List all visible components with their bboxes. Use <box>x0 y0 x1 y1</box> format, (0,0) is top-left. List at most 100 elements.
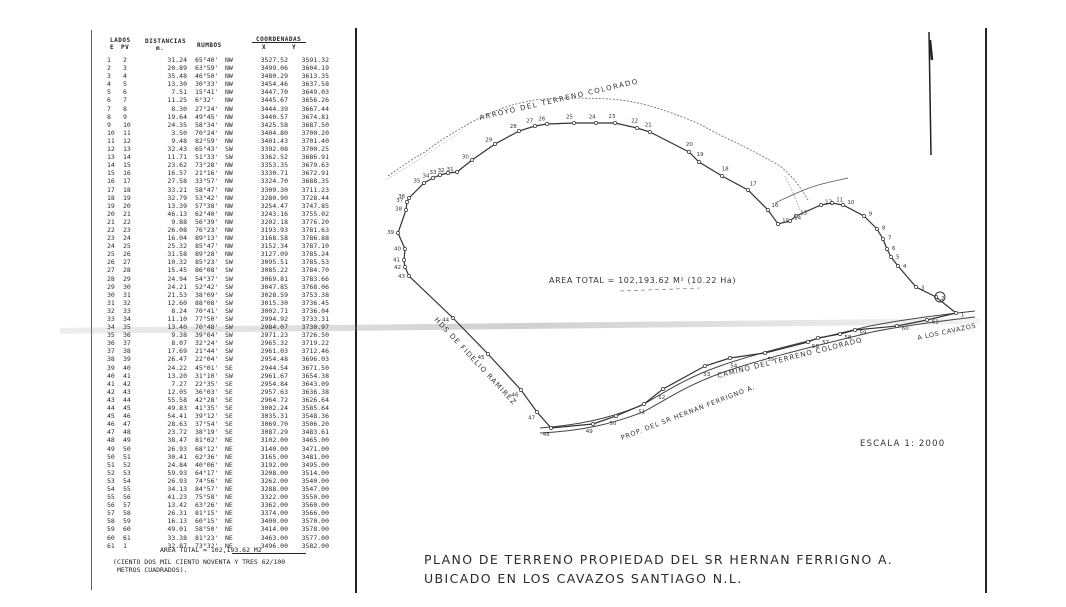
vertex-label: 12 <box>825 199 832 205</box>
cell-est: 27 <box>107 266 115 275</box>
vertex-marker <box>438 173 442 177</box>
cell-rumbo: 85°47' <box>195 242 219 251</box>
cell-distancia: 24.22 <box>167 363 187 372</box>
cell-pv: 32 <box>123 298 131 307</box>
vertex-marker <box>404 208 408 212</box>
vertex-label: 13 <box>800 210 807 216</box>
cell-cuadrante: NW <box>225 193 233 202</box>
cell-pv: 16 <box>123 169 131 178</box>
cell-est: 11 <box>107 136 115 145</box>
cell-distancia: 26.93 <box>167 476 187 485</box>
header-x: X <box>262 44 267 51</box>
vertex-label: 28 <box>510 124 517 130</box>
vertex-marker <box>403 247 407 251</box>
cell-cuadrante: SW <box>225 266 233 275</box>
header-unit: m. <box>156 45 165 52</box>
cell-pv: 20 <box>123 201 131 210</box>
cell-cuadrante: NE <box>225 452 233 461</box>
cell-cuadrante: NE <box>225 501 233 510</box>
cell-pv: 2 <box>123 56 127 64</box>
vertex-label: 8 <box>882 225 886 231</box>
cell-cuadrante: NE <box>225 493 233 502</box>
cell-x: 3002.24 <box>260 404 288 413</box>
vertex-label: 6 <box>892 246 896 252</box>
vertex-layer: 1234567891011121314151617181920212223242… <box>387 114 964 438</box>
header-coordenadas: COORDENADAS <box>256 36 302 43</box>
cell-rumbo: 60°15' <box>195 517 219 526</box>
area-total: AREA TOTAL = 102,193.62 M2 <box>160 546 262 554</box>
cell-rumbo: 56°39' <box>195 217 219 226</box>
cell-est: 44 <box>107 404 115 413</box>
cell-distancia: 46.13 <box>167 209 187 218</box>
cell-cuadrante: NW <box>225 104 233 113</box>
cell-est: 4 <box>107 80 111 89</box>
vertex-label: 47 <box>528 415 535 421</box>
cell-distancia: 13.20 <box>167 371 187 380</box>
vertex-marker <box>914 285 918 289</box>
vertex-marker <box>816 336 820 340</box>
cell-rumbo: 89°13' <box>195 234 219 243</box>
cell-est: 31 <box>107 298 115 307</box>
cell-cuadrante: NW <box>225 128 233 137</box>
vertex-marker <box>885 247 889 251</box>
cell-x: 2994.92 <box>260 315 288 323</box>
vertex-label: 7 <box>888 236 892 242</box>
cell-rumbo: 53°42' <box>195 193 219 202</box>
cell-rumbo: 39°12' <box>195 412 219 421</box>
cell-y: 3578.00 <box>301 525 329 534</box>
cell-y: 3637.58 <box>301 80 329 89</box>
stream-line-2 <box>784 175 801 211</box>
cell-x: 3002.71 <box>260 306 288 315</box>
cell-pv: 4 <box>123 72 127 81</box>
cell-cuadrante: SE <box>225 363 233 372</box>
cell-cuadrante: NW <box>225 80 233 89</box>
cell-x: 3454.46 <box>260 80 288 89</box>
cell-x: 3414.00 <box>260 525 288 534</box>
cell-y: 3781.63 <box>301 225 329 234</box>
cell-y: 3577.00 <box>301 533 329 542</box>
cell-rumbo: 40°06' <box>195 460 219 469</box>
cell-x: 3192.00 <box>260 460 288 469</box>
cell-distancia: 10.32 <box>167 258 187 267</box>
cell-cuadrante: NE <box>225 541 233 550</box>
cell-est: 10 <box>107 128 115 137</box>
cell-distancia: 7.51 <box>171 88 187 97</box>
cell-x: 3440.57 <box>260 112 288 121</box>
vertex-marker <box>819 203 823 207</box>
cell-y: 3514.00 <box>301 468 329 477</box>
vertex-label: 21 <box>645 122 652 128</box>
cell-x: 2964.72 <box>260 395 288 404</box>
vertex-marker <box>396 231 400 235</box>
vertex-label: 16 <box>771 203 778 209</box>
cell-y: 3784.70 <box>301 266 329 275</box>
cell-pv: 49 <box>123 436 131 445</box>
cell-est: 49 <box>107 444 115 453</box>
cell-est: 1 <box>107 56 111 64</box>
cell-est: 60 <box>107 533 115 542</box>
cell-y: 3656.26 <box>301 96 329 105</box>
vertex-marker <box>720 174 724 178</box>
cell-est: 22 <box>107 225 115 234</box>
cell-x: 3208.00 <box>260 468 288 477</box>
cell-cuadrante: SW <box>225 323 233 332</box>
cell-cuadrante: NE <box>225 460 233 469</box>
cell-est: 45 <box>107 412 115 421</box>
cell-x: 3425.58 <box>260 120 288 129</box>
cell-pv: 33 <box>123 306 131 315</box>
vertex-label: 25 <box>566 115 573 121</box>
cell-x: 2971.23 <box>260 331 288 340</box>
cell-x: 3362.52 <box>260 153 288 162</box>
cell-rumbo: 15°41' <box>195 88 219 97</box>
cell-pv: 53 <box>123 468 131 477</box>
cell-rumbo: 22°04' <box>195 355 219 364</box>
cell-x: 3392.08 <box>260 145 288 154</box>
cell-y: 3550.00 <box>301 493 329 502</box>
cell-pv: 41 <box>123 371 131 380</box>
cell-rumbo: 52°42' <box>195 282 219 291</box>
vertex-marker <box>841 203 845 207</box>
